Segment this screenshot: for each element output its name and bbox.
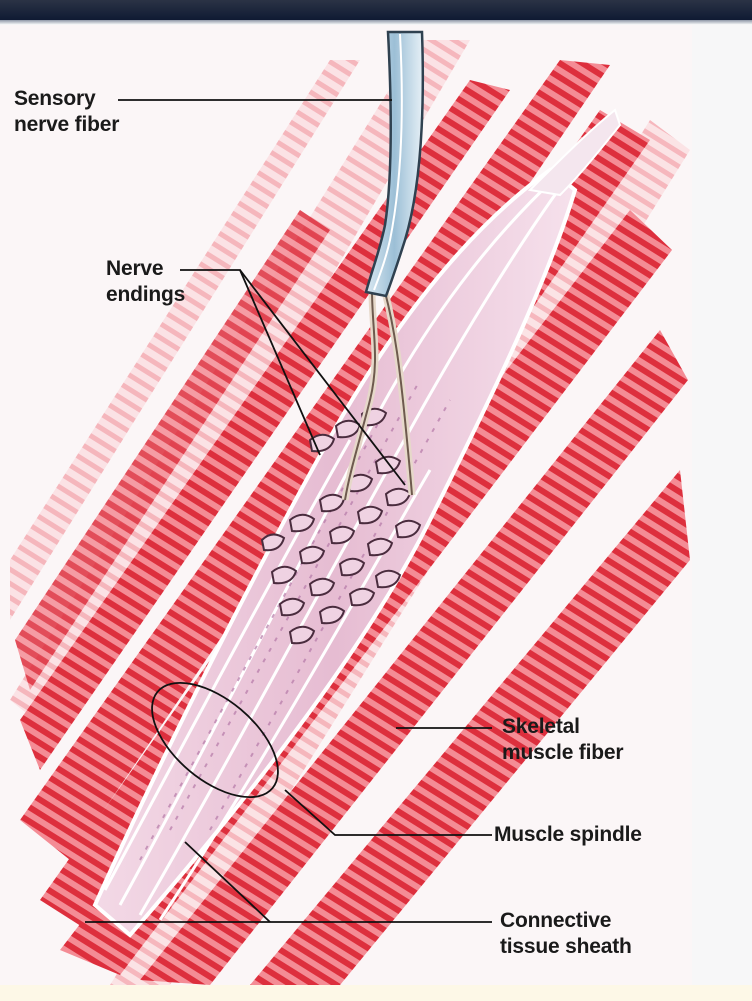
label-skeletal-line1: Skeletal: [502, 714, 623, 740]
label-nerve-endings-line1: Nerve: [106, 256, 185, 282]
label-skeletal-line2: muscle fiber: [502, 740, 623, 766]
label-nerve-endings-line2: endings: [106, 282, 185, 308]
header-shadow: [0, 20, 752, 25]
label-nerve-endings: Nerve endings: [106, 256, 185, 308]
label-connective-tissue-sheath: Connective tissue sheath: [500, 908, 632, 960]
label-spindle-line1: Muscle spindle: [494, 822, 642, 848]
label-sensory-line2: nerve fiber: [14, 112, 119, 138]
label-sheath-line1: Connective: [500, 908, 632, 934]
label-sensory-nerve-fiber: Sensory nerve fiber: [14, 86, 119, 138]
label-sheath-line2: tissue sheath: [500, 934, 632, 960]
header-bar: [0, 0, 752, 20]
label-muscle-spindle: Muscle spindle: [494, 822, 642, 848]
label-skeletal-muscle-fiber: Skeletal muscle fiber: [502, 714, 623, 766]
label-sensory-line1: Sensory: [14, 86, 119, 112]
